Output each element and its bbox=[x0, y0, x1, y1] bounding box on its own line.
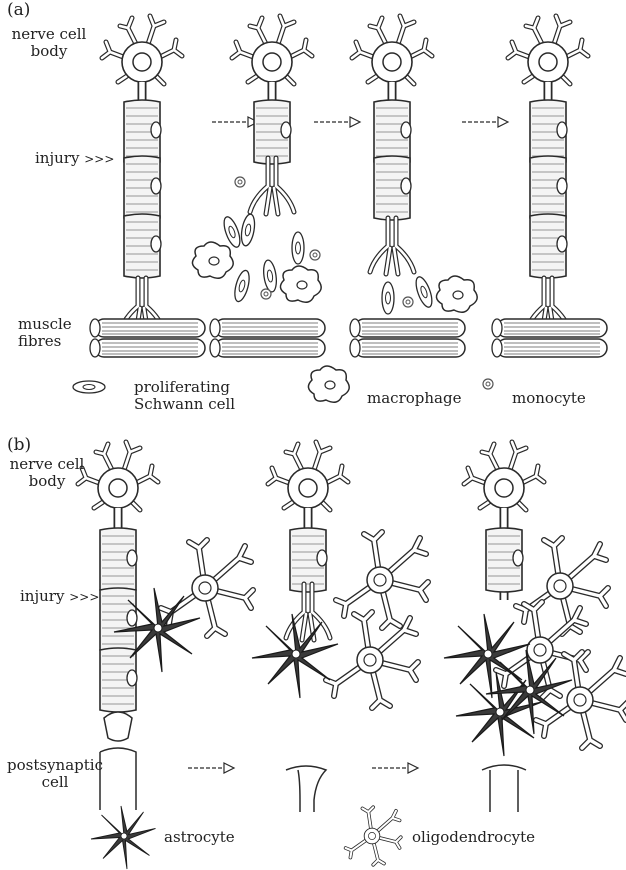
muscle-fibres-label-line1: muscle bbox=[18, 316, 72, 333]
stage-a4-restored bbox=[492, 16, 607, 357]
panel-a-tag: (a) bbox=[7, 2, 30, 19]
panel-a bbox=[73, 16, 607, 402]
astrocyte-legend-icon bbox=[91, 806, 156, 869]
postsynaptic-label-line2: cell bbox=[2, 774, 108, 791]
arrow-b2 bbox=[372, 763, 418, 773]
postsynaptic-cell-label: postsynaptic cell bbox=[2, 757, 108, 791]
nerve-cell-body-label-b-line1: nerve cell bbox=[4, 456, 90, 473]
oligodendrocyte-legend-label: oligodendrocyte bbox=[412, 829, 535, 846]
panel-b-tag: (b) bbox=[7, 437, 31, 454]
nerve-cell-body-label-a-line1: nerve cell bbox=[6, 26, 92, 43]
schwann-legend-line1: proliferating bbox=[134, 379, 235, 396]
nerve-cell-body-label-b-line2: body bbox=[4, 473, 90, 490]
macrophage-legend-label: macrophage bbox=[367, 390, 461, 407]
stage-b1 bbox=[78, 442, 253, 810]
injury-label-a-text: injury bbox=[35, 149, 79, 167]
nerve-cell-body-label-b: nerve cell body bbox=[4, 456, 90, 490]
monocyte-legend-icon bbox=[483, 379, 493, 389]
injury-arrow-a: >>> bbox=[84, 152, 114, 166]
muscle-fibres-label: muscle fibres bbox=[18, 316, 72, 350]
stage-a1-intact bbox=[90, 16, 205, 357]
oligodendrocyte-legend-icon bbox=[346, 807, 401, 865]
postsynaptic-label-line1: postsynaptic bbox=[2, 757, 108, 774]
stage-b3 bbox=[444, 442, 626, 812]
schwann-cell-legend-icon bbox=[73, 381, 105, 393]
nerve-cell-body-label-a: nerve cell body bbox=[6, 26, 92, 60]
stage-a2-degeneration bbox=[192, 16, 325, 357]
injury-label-a: injury >>> bbox=[35, 150, 114, 168]
stage-a3-regrowth bbox=[350, 16, 477, 357]
panel-b bbox=[78, 442, 626, 869]
astrocyte-legend-label: astrocyte bbox=[164, 829, 235, 846]
macrophage-legend-icon bbox=[308, 366, 349, 402]
arrow-a2 bbox=[314, 117, 360, 127]
schwann-legend-line2: Schwann cell bbox=[134, 396, 235, 413]
schwann-cell-legend-label: proliferating Schwann cell bbox=[134, 379, 235, 413]
arrow-a3 bbox=[462, 117, 508, 127]
muscle-fibres-label-line2: fibres bbox=[18, 333, 72, 350]
stage-b2 bbox=[252, 442, 428, 812]
arrow-a1 bbox=[212, 117, 258, 127]
injury-arrow-b: >>> bbox=[69, 590, 99, 604]
injury-label-b-text: injury bbox=[20, 587, 64, 605]
arrow-b1 bbox=[188, 763, 234, 773]
injury-label-b: injury >>> bbox=[20, 588, 99, 606]
nerve-cell-body-label-a-line2: body bbox=[6, 43, 92, 60]
monocyte-legend-label: monocyte bbox=[512, 390, 586, 407]
